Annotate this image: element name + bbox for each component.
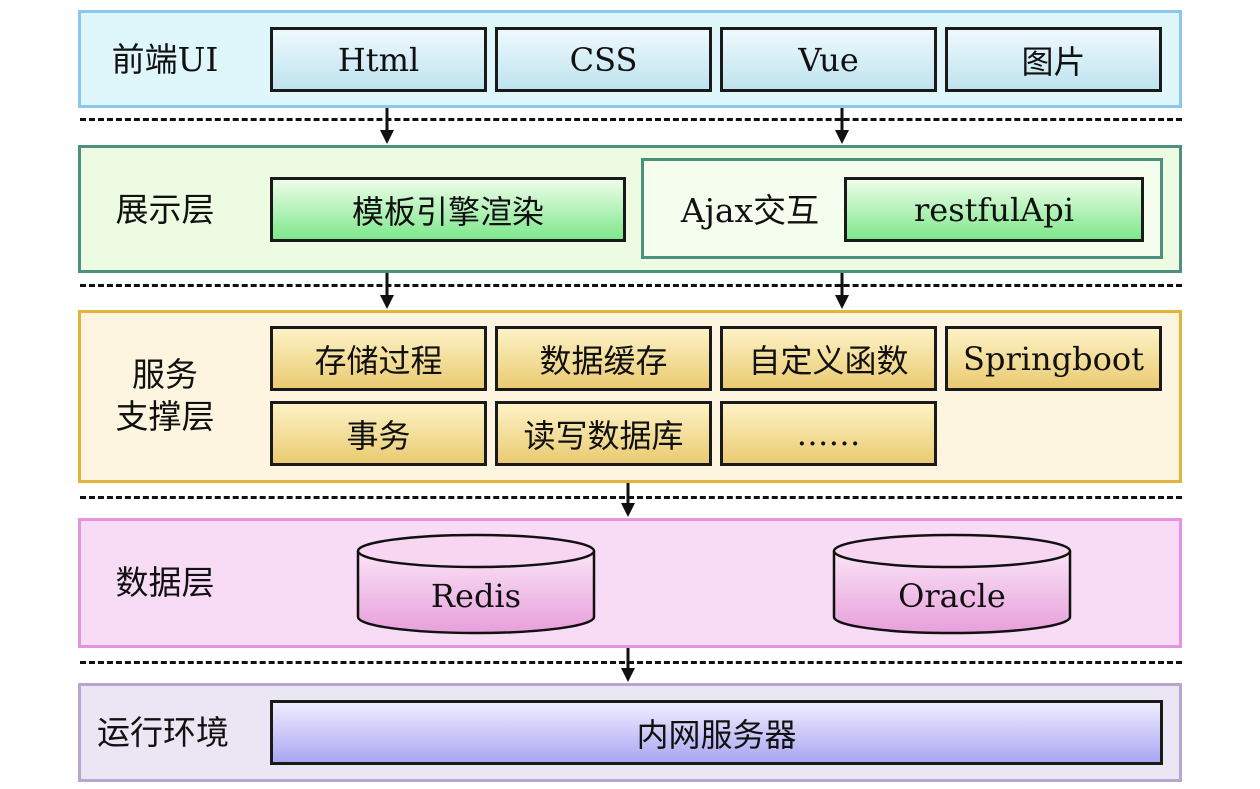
html-box: Html — [270, 27, 487, 92]
oracle-label: Oracle — [898, 577, 1006, 615]
custom-function-box: 自定义函数 — [720, 326, 937, 391]
css-box: CSS — [495, 27, 712, 92]
separator-3 — [80, 496, 1182, 499]
ellipsis-box: …… — [720, 401, 937, 466]
intranet-server-box: 内网服务器 — [270, 700, 1163, 765]
data-layer-label: 数据层 — [115, 563, 215, 602]
runtime-layer-label: 运行环境 — [97, 713, 229, 752]
presentation-layer-label: 展示层 — [115, 190, 215, 229]
arrow-down-icon — [835, 273, 849, 309]
database-icon — [832, 533, 1072, 635]
stored-procedure-box: 存储过程 — [270, 326, 487, 391]
oracle-cylinder: Oracle — [832, 533, 1072, 635]
arrow-down-icon — [621, 648, 635, 682]
arrow-down-icon — [835, 108, 849, 144]
arrow-down-icon — [621, 483, 635, 517]
transaction-box: 事务 — [270, 401, 487, 466]
image-box: 图片 — [945, 27, 1162, 92]
service-layer-label-line1: 服务 — [132, 355, 198, 394]
separator-1 — [80, 118, 1182, 121]
redis-label: Redis — [430, 577, 522, 615]
ajax-label: Ajax交互 — [680, 191, 820, 230]
arrow-down-icon — [380, 108, 394, 144]
data-cache-box: 数据缓存 — [495, 326, 712, 391]
springboot-box: Springboot — [945, 326, 1162, 391]
separator-2 — [80, 284, 1182, 287]
restful-api-box: restfulApi — [844, 177, 1144, 242]
database-icon — [356, 533, 596, 635]
redis-cylinder: Redis — [356, 533, 596, 635]
read-write-db-box: 读写数据库 — [495, 401, 712, 466]
arrow-down-icon — [380, 273, 394, 309]
vue-box: Vue — [720, 27, 937, 92]
separator-4 — [80, 661, 1182, 664]
frontend-layer-label: 前端UI — [111, 40, 219, 79]
service-layer-label-line2: 支撑层 — [115, 397, 215, 436]
template-engine-box: 模板引擎渲染 — [270, 177, 626, 242]
